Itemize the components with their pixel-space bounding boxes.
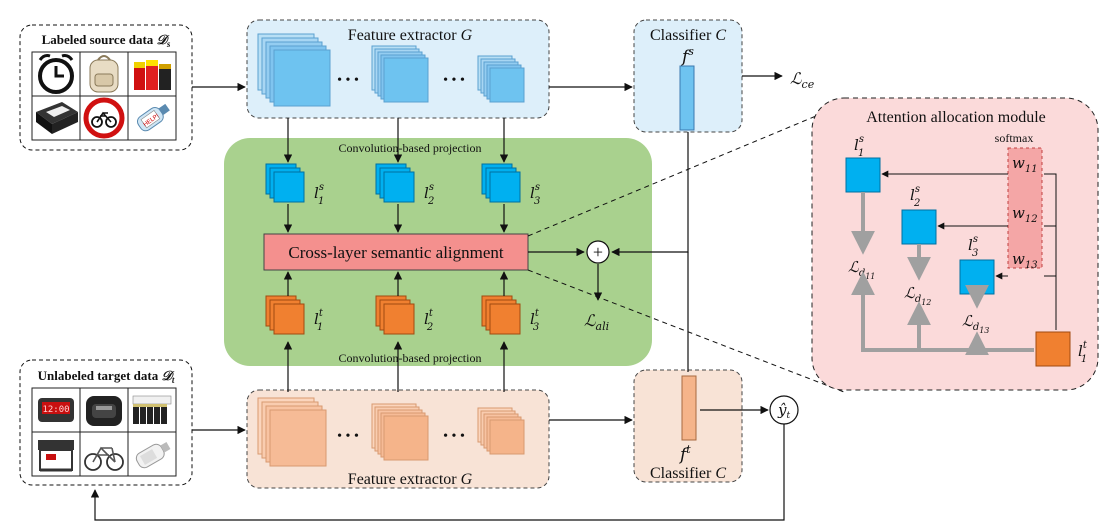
target-layer-1-stack	[265, 295, 305, 335]
attention-source-layer-3	[959, 259, 995, 295]
weight-w13-label: w13	[1012, 250, 1038, 271]
attention-connectors	[527, 105, 845, 393]
feature-maps-large-top	[257, 33, 331, 107]
backpack-icon	[86, 396, 122, 426]
cross-layer-alignment-label: Cross-layer semantic alignment	[288, 243, 504, 262]
projection-bottom-label: Convolution-based projection	[339, 351, 482, 365]
classifier-bottom-label: Classifier C	[650, 465, 726, 482]
attention-grey-arrows	[851, 192, 1034, 356]
loss-d13-label: ℒd13	[962, 312, 989, 335]
feature-maps-medium-bottom	[371, 403, 429, 461]
attention-source-layer-1	[845, 157, 881, 193]
source-data-panel: Labeled source data 𝒟s	[19, 24, 193, 151]
batteries-icon	[134, 60, 171, 90]
plus-icon: +	[593, 242, 603, 262]
backpack-icon	[89, 55, 119, 93]
projection-top-label: Convolution-based projection	[339, 141, 482, 155]
feature-vector-target	[681, 375, 697, 441]
attention-module: Attention allocation module softmax w11 …	[811, 97, 1099, 391]
feature-extractor-bottom-label: Feature extractor G	[348, 471, 473, 488]
target-layer-3-stack	[481, 295, 521, 335]
feature-maps-small-top	[477, 55, 525, 103]
extractor-top-ellipsis-1: • • •	[337, 73, 359, 88]
softmax-label: softmax	[995, 131, 1034, 145]
extractor-bottom-ellipsis-1: • • •	[337, 429, 359, 444]
panel-arrows	[283, 204, 603, 301]
extractor-top-ellipsis-2: • • •	[443, 73, 465, 88]
classifier-bottom: ft Classifier C	[633, 369, 743, 483]
prediction-node	[769, 395, 799, 425]
attention-module-title: Attention allocation module	[866, 109, 1046, 126]
source-layer-3-stack	[481, 163, 521, 203]
extractor-bottom-ellipsis-2: • • •	[443, 429, 465, 444]
source-data-title: Labeled source data 𝒟s	[42, 32, 171, 49]
attention-weight-arrows	[881, 170, 1057, 330]
attention-target-layer	[1035, 331, 1071, 367]
loss-ce-label: ℒce	[790, 69, 815, 91]
bicycle-icon	[84, 446, 124, 471]
target-data-title: Unlabeled target data 𝒟t	[38, 368, 175, 385]
bottle-icon	[135, 442, 171, 469]
printer-icon	[36, 102, 78, 134]
source-layer-1-stack	[265, 163, 305, 203]
feature-maps-large-bottom	[257, 397, 327, 467]
alignment-panel: Convolution-based projection Convolution…	[224, 138, 652, 366]
prediction-label: ŷt	[777, 401, 790, 421]
feature-ft-label: ft	[678, 443, 691, 465]
batteries-icon	[132, 395, 172, 424]
feature-extractor-top: Feature extractor G • • • • • •	[246, 19, 550, 119]
feature-vector-source	[679, 65, 695, 131]
svg-text:12:00: 12:00	[42, 405, 69, 415]
feature-extractor-bottom: Feature extractor G • • • • • •	[246, 389, 550, 489]
target-data-panel: Unlabeled target data 𝒟t 12:00	[19, 359, 193, 486]
feature-fs-label: fs	[680, 45, 694, 67]
weight-w11-label: w11	[1012, 154, 1038, 175]
softmax-box	[1007, 147, 1043, 269]
no-bicycle-sign-icon	[83, 97, 125, 139]
target-image-grid: 12:00	[31, 387, 177, 477]
sum-node	[586, 240, 610, 264]
bottle-icon: HELP!	[136, 103, 170, 132]
loss-ali-label: ℒali	[584, 311, 609, 333]
feature-maps-medium-top	[371, 45, 429, 103]
target-layer-2-stack	[375, 295, 415, 335]
printer-icon	[38, 440, 74, 472]
weight-w12-label: w12	[1012, 204, 1038, 225]
source-image-grid: HELP!	[31, 51, 177, 141]
main-flow-arrows	[90, 71, 785, 521]
cross-layer-alignment-box	[263, 233, 529, 271]
classifier-top: Classifier C fs	[633, 19, 743, 133]
classifier-top-label: Classifier C	[650, 27, 726, 44]
alarm-clock-icon: 12:00	[38, 398, 74, 422]
alarm-clock-icon	[38, 54, 74, 94]
feature-maps-small-bottom	[477, 407, 525, 455]
feature-extractor-top-label: Feature extractor G	[348, 27, 473, 44]
attention-source-layer-2	[901, 209, 937, 245]
source-layer-2-stack	[375, 163, 415, 203]
